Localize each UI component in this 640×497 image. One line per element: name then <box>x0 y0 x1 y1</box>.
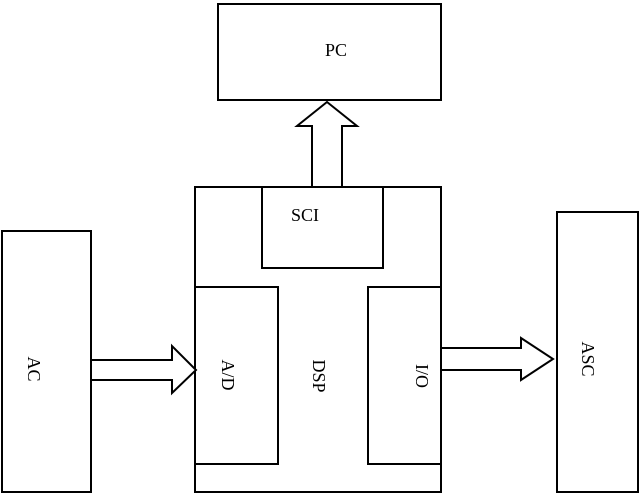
pc-box <box>217 3 442 101</box>
ac-label: AC <box>24 356 44 381</box>
ad-label: A/D <box>218 360 238 391</box>
io-to-asc-arrow <box>440 336 555 382</box>
pc-block: PC <box>217 3 442 101</box>
sci-to-pc-arrow <box>294 100 360 188</box>
io-block: I/O <box>367 286 442 465</box>
sci-block: SCI <box>261 186 384 269</box>
io-box <box>367 286 442 465</box>
sci-box <box>261 186 384 269</box>
pc-label: PC <box>325 40 347 60</box>
ac-block: AC <box>1 230 92 493</box>
ac-box <box>1 230 92 493</box>
ad-box <box>194 286 279 465</box>
ac-to-ad-arrow <box>90 343 198 396</box>
dsp-label: DSP <box>309 359 329 392</box>
asc-block: ASC <box>556 211 639 493</box>
asc-label: ASC <box>578 341 598 376</box>
asc-box <box>556 211 639 493</box>
io-label: I/O <box>412 364 432 388</box>
ad-block: A/D <box>194 286 279 465</box>
sci-label: SCI <box>291 205 319 225</box>
